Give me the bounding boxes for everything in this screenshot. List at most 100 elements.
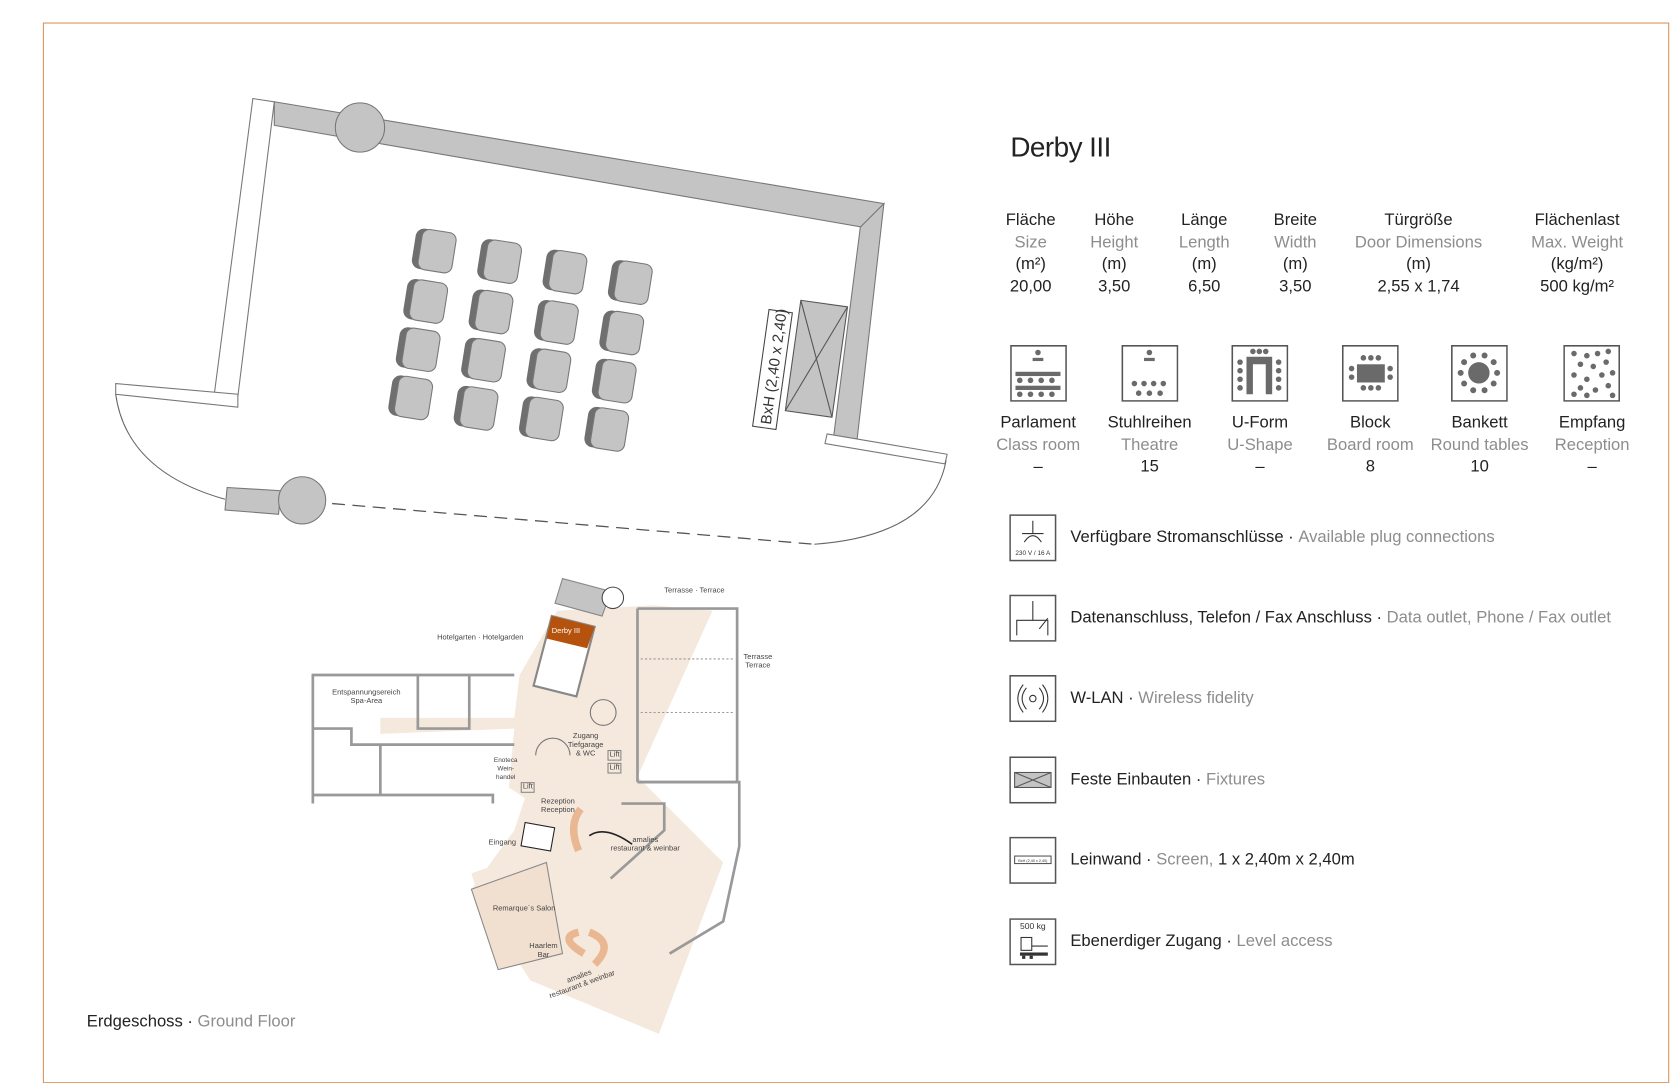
fp-label-enoteca: Enoteca Wein- handel	[493, 757, 518, 782]
feature-5: 500 kg Ebenerdiger Zugang · Level access	[1009, 918, 1333, 966]
layout-label-en: Class room	[996, 435, 1081, 454]
layout-label: Bankett	[1451, 413, 1508, 432]
chair	[468, 289, 514, 335]
spec-label: Höhe	[1094, 211, 1135, 230]
fixtures-icon	[1009, 756, 1057, 804]
feature-label-en: Data outlet, Phone / Fax outlet	[1386, 608, 1611, 627]
spec-unit: (m)	[1101, 254, 1127, 274]
fp-label-lift: Lift	[520, 782, 535, 793]
feature-label: Verfügbare Stromanschlüsse	[1070, 528, 1284, 547]
layout-label: U-Form	[1231, 413, 1289, 432]
feature-0: 230 V / 16 A Verfügbare Stromanschlüsse ·…	[1009, 514, 1495, 562]
spec-value: 2,55 x 1,74	[1377, 276, 1460, 296]
icon-text: BxH (2,40 x 2,40)	[1018, 859, 1048, 863]
board-room-icon	[1341, 344, 1399, 402]
chair	[607, 260, 653, 305]
fp-label-hotelgarden: Hotelgarten · Hotelgarden	[437, 634, 524, 642]
screen	[752, 308, 793, 431]
separator: ·	[1283, 528, 1299, 547]
chair	[395, 327, 441, 373]
fp-label-derby[interactable]: Derby III	[551, 627, 581, 636]
ground-floor-plan	[311, 577, 741, 1034]
separator: ·	[182, 1012, 198, 1031]
layout-label: Empfang	[1558, 413, 1626, 432]
chair	[388, 375, 434, 421]
spec-unit: (m)	[1406, 254, 1431, 274]
screen-icon: BxH (2,40 x 2,40)	[1009, 836, 1057, 884]
feature-label: Ebenerdiger Zugang	[1070, 932, 1222, 951]
separator: ·	[1191, 770, 1207, 789]
layout-capacity: –	[1587, 457, 1597, 476]
separator: ·	[1371, 608, 1387, 627]
class-room-icon	[1009, 344, 1067, 402]
spec-unit: (m)	[1282, 254, 1308, 274]
separator: ·	[1123, 688, 1139, 708]
layout-capacity: –	[1255, 457, 1265, 476]
separator: ·	[1221, 932, 1237, 951]
fp-label-amalies: amalies restaurant & weinbar	[610, 836, 680, 853]
floor-caption: Erdgeschoss · Ground Floor	[87, 1012, 296, 1031]
feature-label-en: Level access	[1236, 932, 1333, 951]
feature-3: Feste Einbauten · Fixtures	[1009, 756, 1265, 804]
spec-label-en: Width	[1274, 233, 1317, 252]
icon-text: 230 V / 16 A	[1015, 550, 1051, 557]
feature-label: W-LAN	[1070, 688, 1124, 708]
layout-label: Parlament	[1000, 413, 1077, 432]
layout-capacity: 10	[1470, 457, 1489, 476]
spec-label: Türgröße	[1384, 211, 1453, 230]
chair	[534, 300, 579, 345]
room-plan	[115, 97, 948, 545]
chair	[584, 406, 630, 452]
floor-en: Ground Floor	[197, 1012, 296, 1031]
floor-de: Erdgeschoss	[86, 1012, 183, 1031]
spec-label: Flächenlast	[1534, 211, 1620, 230]
icon-text: 500 kg	[1020, 921, 1046, 931]
layout-capacity: 8	[1365, 457, 1375, 476]
derby-iii-highlight	[546, 616, 595, 649]
layout-label: Stuhlreihen	[1107, 413, 1192, 432]
wall-right-bottom	[824, 433, 948, 465]
fp-label-terrace: Terrasse · Terrace	[664, 587, 725, 595]
fp-label-spa: Entspannungsereich Spa-Area	[332, 688, 401, 705]
spec-unit: (kg/m²)	[1550, 254, 1604, 274]
spec-label-en: Door Dimensions	[1354, 233, 1483, 252]
spec-label-en: Size	[1014, 233, 1047, 252]
chair	[591, 358, 637, 404]
layout-label-en: U-Shape	[1227, 435, 1293, 454]
spec-label: Länge	[1181, 211, 1228, 230]
fp-label-garage: Zugang Tiefgarage & WC	[567, 732, 604, 758]
wall-left	[213, 97, 275, 397]
chair	[411, 228, 457, 274]
spec-label-en: Max. Weight	[1531, 233, 1624, 252]
feature-label-en: Screen,	[1156, 850, 1214, 869]
feature-label-en: Available plug connections	[1298, 528, 1495, 547]
spec-unit: (m²)	[1015, 254, 1046, 274]
chair	[403, 279, 449, 324]
fp-label-lift: Lift	[607, 749, 622, 761]
u-shape-icon	[1231, 344, 1289, 402]
fixture	[784, 299, 849, 418]
wall-left-bottom	[115, 382, 239, 408]
separator: ·	[1141, 850, 1157, 869]
layout-label-en: Theatre	[1120, 435, 1179, 454]
layout-label-en: Round tables	[1430, 435, 1529, 454]
feature-label: Feste Einbauten	[1070, 770, 1192, 789]
data-outlet-icon	[1009, 594, 1057, 642]
spec-label-en: Length	[1178, 233, 1230, 252]
chair	[542, 249, 588, 295]
chair	[453, 385, 499, 431]
fp-label-salon: Remarque´s Salon	[492, 905, 556, 913]
spec-value: 20,00	[1009, 276, 1052, 296]
feature-label: Datenanschluss, Telefon / Fax Anschluss	[1070, 608, 1372, 627]
spec-value: 500 kg/m²	[1540, 276, 1615, 296]
power-outlet-icon: 230 V / 16 A	[1009, 514, 1057, 562]
wlan-icon	[1009, 674, 1057, 723]
